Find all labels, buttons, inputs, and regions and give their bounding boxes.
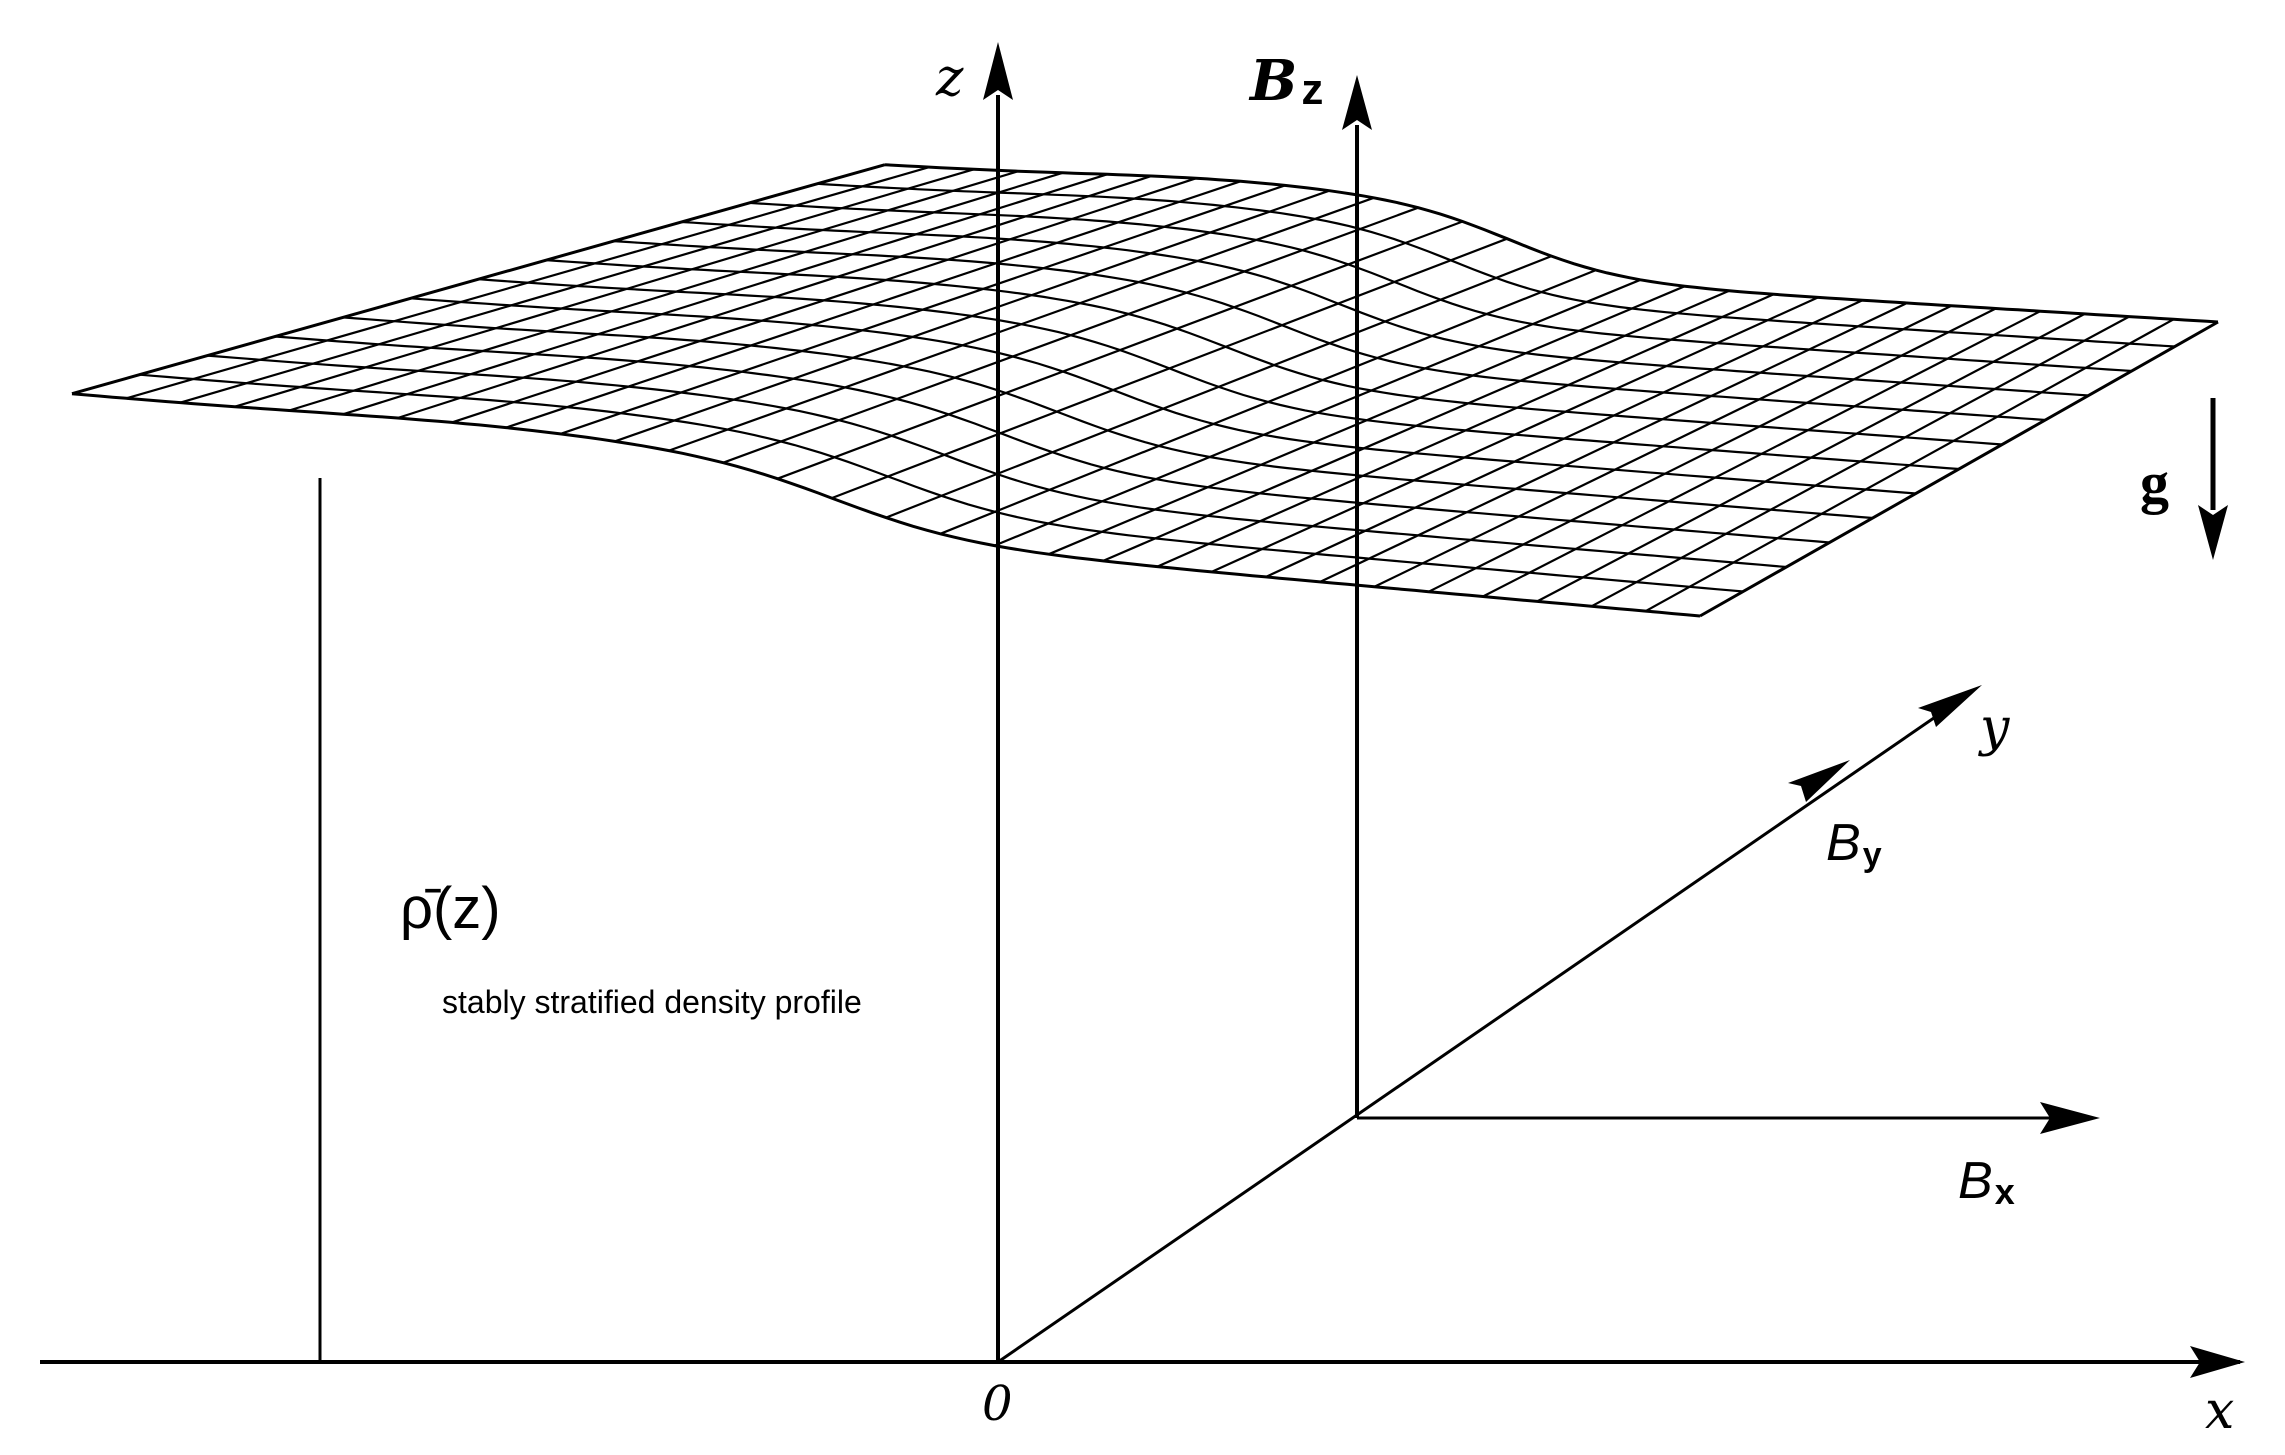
- z-axis-arrowhead: [983, 42, 1013, 100]
- by-arrowhead: [1788, 760, 1850, 802]
- density-interface-mesh: [71, 163, 2219, 618]
- by-label-sub: y: [1863, 836, 1882, 874]
- mesh-line-along-y: [1536, 312, 2086, 603]
- gravity-label: g: [2140, 450, 2169, 515]
- bx-label-main: B: [1958, 1152, 1993, 1210]
- mesh-line-along-y: [1102, 289, 1730, 562]
- mesh-line-along-y: [288, 171, 1064, 412]
- mesh-line-along-y: [125, 166, 930, 400]
- mesh-line-along-y: [831, 237, 1508, 500]
- mesh-line-along-y: [342, 173, 1108, 416]
- mesh-line-along-y: [614, 189, 1330, 443]
- mesh-line-along-y: [1699, 320, 2219, 618]
- mesh-line-along-y: [777, 220, 1463, 480]
- mesh-line-along-y: [451, 177, 1197, 424]
- origin-label: 0: [982, 1376, 1013, 1432]
- density-symbol-label: ρ̄(z): [400, 876, 501, 941]
- x-axis-label: x: [2205, 1381, 2234, 1441]
- bx-label: Bx: [1958, 1152, 2015, 1212]
- mesh-line-along-x: [71, 392, 1701, 618]
- mesh-line-along-y: [994, 278, 1641, 547]
- mesh-line-along-y: [71, 163, 886, 396]
- mesh-line-along-x: [884, 163, 2219, 324]
- mesh-line-along-x: [478, 278, 1960, 471]
- bz-label: Bz: [1248, 48, 1323, 114]
- mesh-line-along-y: [1156, 293, 1775, 568]
- mesh-line-along-y: [505, 180, 1241, 429]
- mesh-line-along-y: [234, 170, 1019, 408]
- bz-axis-arrowhead: [1342, 75, 1372, 130]
- mesh-line-along-y: [560, 184, 1286, 435]
- by-label: By: [1826, 814, 1882, 874]
- mesh-line-along-x: [410, 297, 1916, 495]
- mesh-line-along-y: [1319, 302, 1908, 583]
- mesh-line-along-y: [1590, 315, 2130, 608]
- x-axis-arrowhead: [2190, 1346, 2245, 1378]
- y-axis: [997, 698, 1961, 1364]
- mesh-line-along-y: [668, 196, 1375, 452]
- bz-label-sub: z: [1301, 65, 1323, 114]
- bz-label-main: B: [1248, 48, 1297, 114]
- bx-axis-arrowhead: [2040, 1102, 2100, 1134]
- mesh-line-along-y: [397, 174, 1152, 420]
- mesh-line-along-y: [1428, 307, 1997, 593]
- mesh-line-along-y: [1373, 304, 1952, 588]
- mesh-line-along-y: [1211, 296, 1819, 573]
- mesh-line-along-y: [1482, 310, 2041, 598]
- y-axis-arrowhead: [1918, 685, 1982, 727]
- mesh-line-along-y: [722, 206, 1419, 464]
- gravity-arrowhead: [2198, 505, 2228, 560]
- y-axis-label: y: [1978, 698, 2010, 758]
- density-description-label: stably stratified density profile: [442, 984, 862, 1020]
- mesh-line-along-y: [1048, 285, 1686, 556]
- by-label-main: B: [1826, 814, 1861, 872]
- mesh-line-along-y: [939, 269, 1597, 535]
- bx-label-sub: x: [1995, 1171, 2015, 1212]
- mesh-line-along-y: [1645, 318, 2175, 613]
- mesh-line-along-y: [180, 168, 975, 404]
- mesh-line-along-y: [1265, 299, 1863, 578]
- z-axis-label: z: [935, 48, 964, 108]
